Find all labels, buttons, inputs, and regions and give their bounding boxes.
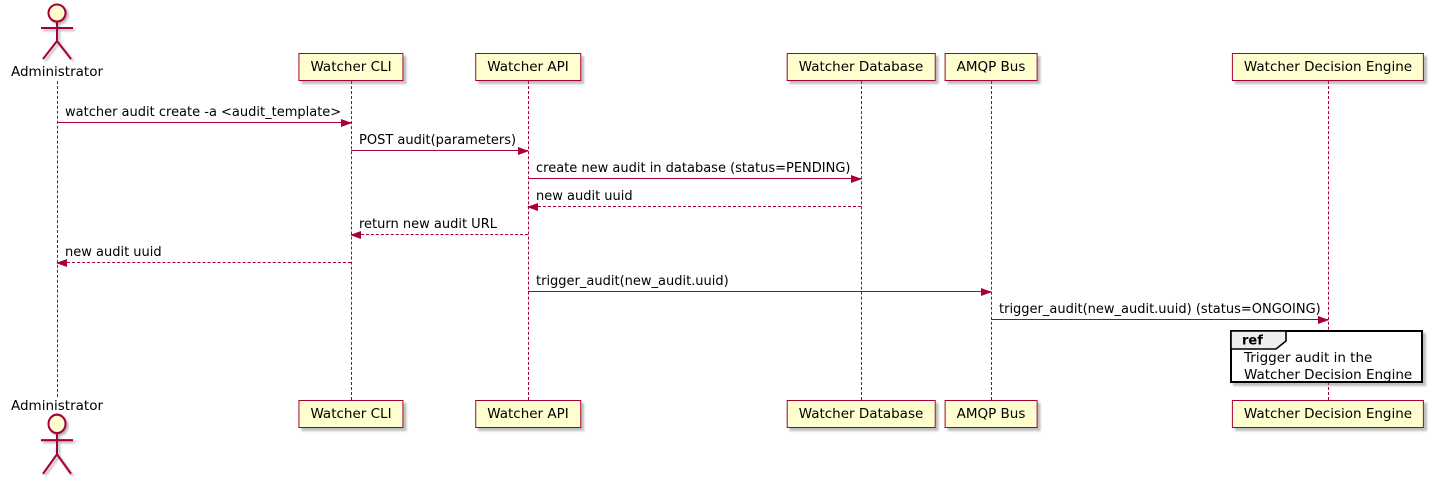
lifeline-administrator xyxy=(57,81,58,397)
actor-icon-top xyxy=(41,3,73,60)
actor-label-bottom: Administrator xyxy=(10,398,104,414)
lifeline-watcher-cli xyxy=(351,81,352,400)
actor-label-top: Administrator xyxy=(10,64,104,80)
participant-bottom-amqp-bus: AMQP Bus xyxy=(944,400,1038,428)
arrowhead-right-icon xyxy=(851,175,862,183)
message-audit-create: watcher audit create -a <audit_template> xyxy=(57,105,352,127)
message-label: new audit uuid xyxy=(536,189,633,204)
message-label: new audit uuid xyxy=(65,245,162,260)
message-new-audit-uuid-return: new audit uuid xyxy=(527,189,861,211)
arrowhead-right-icon xyxy=(518,147,529,155)
message-label: watcher audit create -a <audit_template> xyxy=(65,105,342,120)
message-label: trigger_audit(new_audit.uuid) (status=ON… xyxy=(999,302,1321,317)
ref-tab-icon: ref xyxy=(1230,330,1287,350)
ref-text: Trigger audit in the Watcher Decision En… xyxy=(1244,350,1412,384)
message-create-audit-db: create new audit in database (status=PEN… xyxy=(528,161,862,183)
message-label: trigger_audit(new_audit.uuid) xyxy=(536,274,729,289)
message-label: return new audit URL xyxy=(359,217,497,232)
participant-top-watcher-decision-engine: Watcher Decision Engine xyxy=(1231,53,1425,81)
participant-bottom-watcher-api: Watcher API xyxy=(475,400,581,428)
lifeline-amqp-bus xyxy=(991,81,992,400)
message-post-audit: POST audit(parameters) xyxy=(351,133,529,155)
arrowhead-right-icon xyxy=(981,288,992,296)
participant-top-watcher-database: Watcher Database xyxy=(786,53,936,81)
participant-top-amqp-bus: AMQP Bus xyxy=(944,53,1038,81)
actor-icon-bottom xyxy=(41,413,73,475)
ref-tag-label: ref xyxy=(1242,334,1263,349)
lifeline-watcher-decision-engine xyxy=(1328,81,1329,400)
participant-bottom-watcher-cli: Watcher CLI xyxy=(298,400,404,428)
arrowhead-right-icon xyxy=(341,119,352,127)
participant-bottom-watcher-database: Watcher Database xyxy=(786,400,936,428)
message-label: POST audit(parameters) xyxy=(359,133,517,148)
message-return-audit-url: return new audit URL xyxy=(350,217,528,239)
arrowhead-left-icon xyxy=(56,259,67,267)
lifeline-watcher-api xyxy=(528,81,529,400)
participant-top-watcher-cli: Watcher CLI xyxy=(298,53,404,81)
arrowhead-right-icon xyxy=(1318,316,1329,324)
ref-text-line1: Trigger audit in the xyxy=(1244,350,1373,366)
message-trigger-audit: trigger_audit(new_audit.uuid) xyxy=(528,274,992,296)
lifeline-watcher-database xyxy=(861,81,862,400)
arrowhead-left-icon xyxy=(527,203,538,211)
message-trigger-audit-ongoing: trigger_audit(new_audit.uuid) (status=ON… xyxy=(991,302,1329,324)
message-new-audit-uuid-to-admin: new audit uuid xyxy=(56,245,351,267)
message-label: create new audit in database (status=PEN… xyxy=(536,161,851,176)
participant-top-watcher-api: Watcher API xyxy=(475,53,581,81)
arrowhead-left-icon xyxy=(350,231,361,239)
participant-bottom-watcher-decision-engine: Watcher Decision Engine xyxy=(1231,400,1425,428)
ref-fragment: ref Trigger audit in the Watcher Decisio… xyxy=(1230,330,1423,383)
ref-text-line2: Watcher Decision Engine xyxy=(1244,367,1413,383)
